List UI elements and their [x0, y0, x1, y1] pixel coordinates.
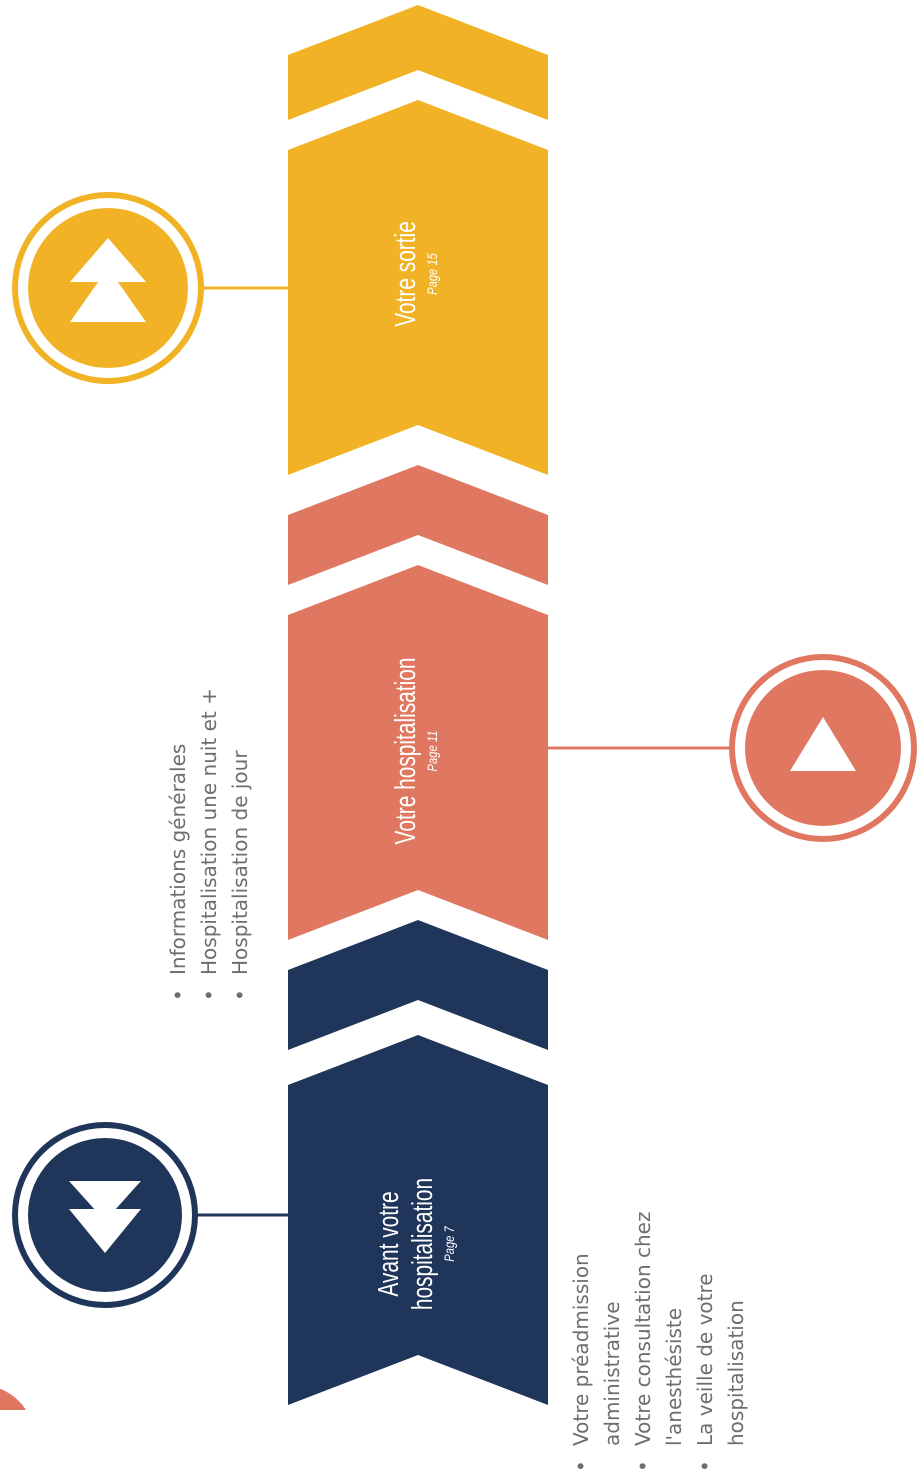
avant-bullet-preadmission: Votre préadmission [566, 1026, 597, 1476]
up-arrow-icon [790, 717, 856, 771]
hospitalisation-small-chevron [288, 465, 548, 585]
diagram-graphics [0, 5, 917, 1410]
avant-title: Avant votre hospitalisation Page 7 [372, 1114, 464, 1374]
avant-title-line2: hospitalisation [407, 1177, 439, 1311]
double-down-arrow-icon [69, 1181, 141, 1253]
sortie-page-ref: Page 15 [424, 253, 440, 295]
avant-page-ref: Page 7 [441, 1226, 457, 1262]
hospitalisation-bullet-nuit: Hospitalisation une nuit et + [194, 545, 225, 1005]
hospitalisation-title: Votre hospitalisation Page 11 [389, 611, 447, 891]
avant-bullet-preadmission-cont: administrative [600, 1301, 624, 1446]
hospitalisation-main-chevron [288, 565, 548, 940]
hospitalisation-page-ref: Page 11 [424, 730, 440, 772]
avant-bullet-veille: La veille de votre [690, 1026, 721, 1476]
avant-bullet-list: Votre préadmission administrative Votre … [566, 1026, 784, 1476]
sortie-main-chevron [288, 100, 548, 475]
hospitalisation-title-line1: Votre hospitalisation [390, 657, 422, 845]
hospitalisation-bullet-jour: Hospitalisation de jour [225, 545, 256, 1005]
hospitalisation-bullet-list: Informations générales Hospitalisation u… [163, 545, 259, 1005]
avant-bullet-veille-cont: hospitalisation [724, 1300, 748, 1446]
sortie-small-chevron [288, 5, 548, 120]
avant-small-chevron [288, 920, 548, 1050]
hospitalisation-bullet-informations: Informations générales [163, 545, 194, 1005]
corner-decoration [0, 1388, 27, 1410]
avant-main-chevron [288, 1035, 548, 1405]
double-up-arrow-icon [70, 238, 146, 322]
avant-title-line1: Avant votre [373, 1191, 405, 1297]
hospital-journey-diagram: Avant votre hospitalisation Page 7 Votre… [0, 0, 918, 1410]
sortie-title-line1: Votre sortie [390, 221, 422, 327]
sortie-title: Votre sortie Page 15 [389, 174, 447, 374]
avant-bullet-consultation: Votre consultation chez [628, 1026, 659, 1476]
avant-bullet-consultation-cont: l'anesthésiste [662, 1307, 686, 1446]
